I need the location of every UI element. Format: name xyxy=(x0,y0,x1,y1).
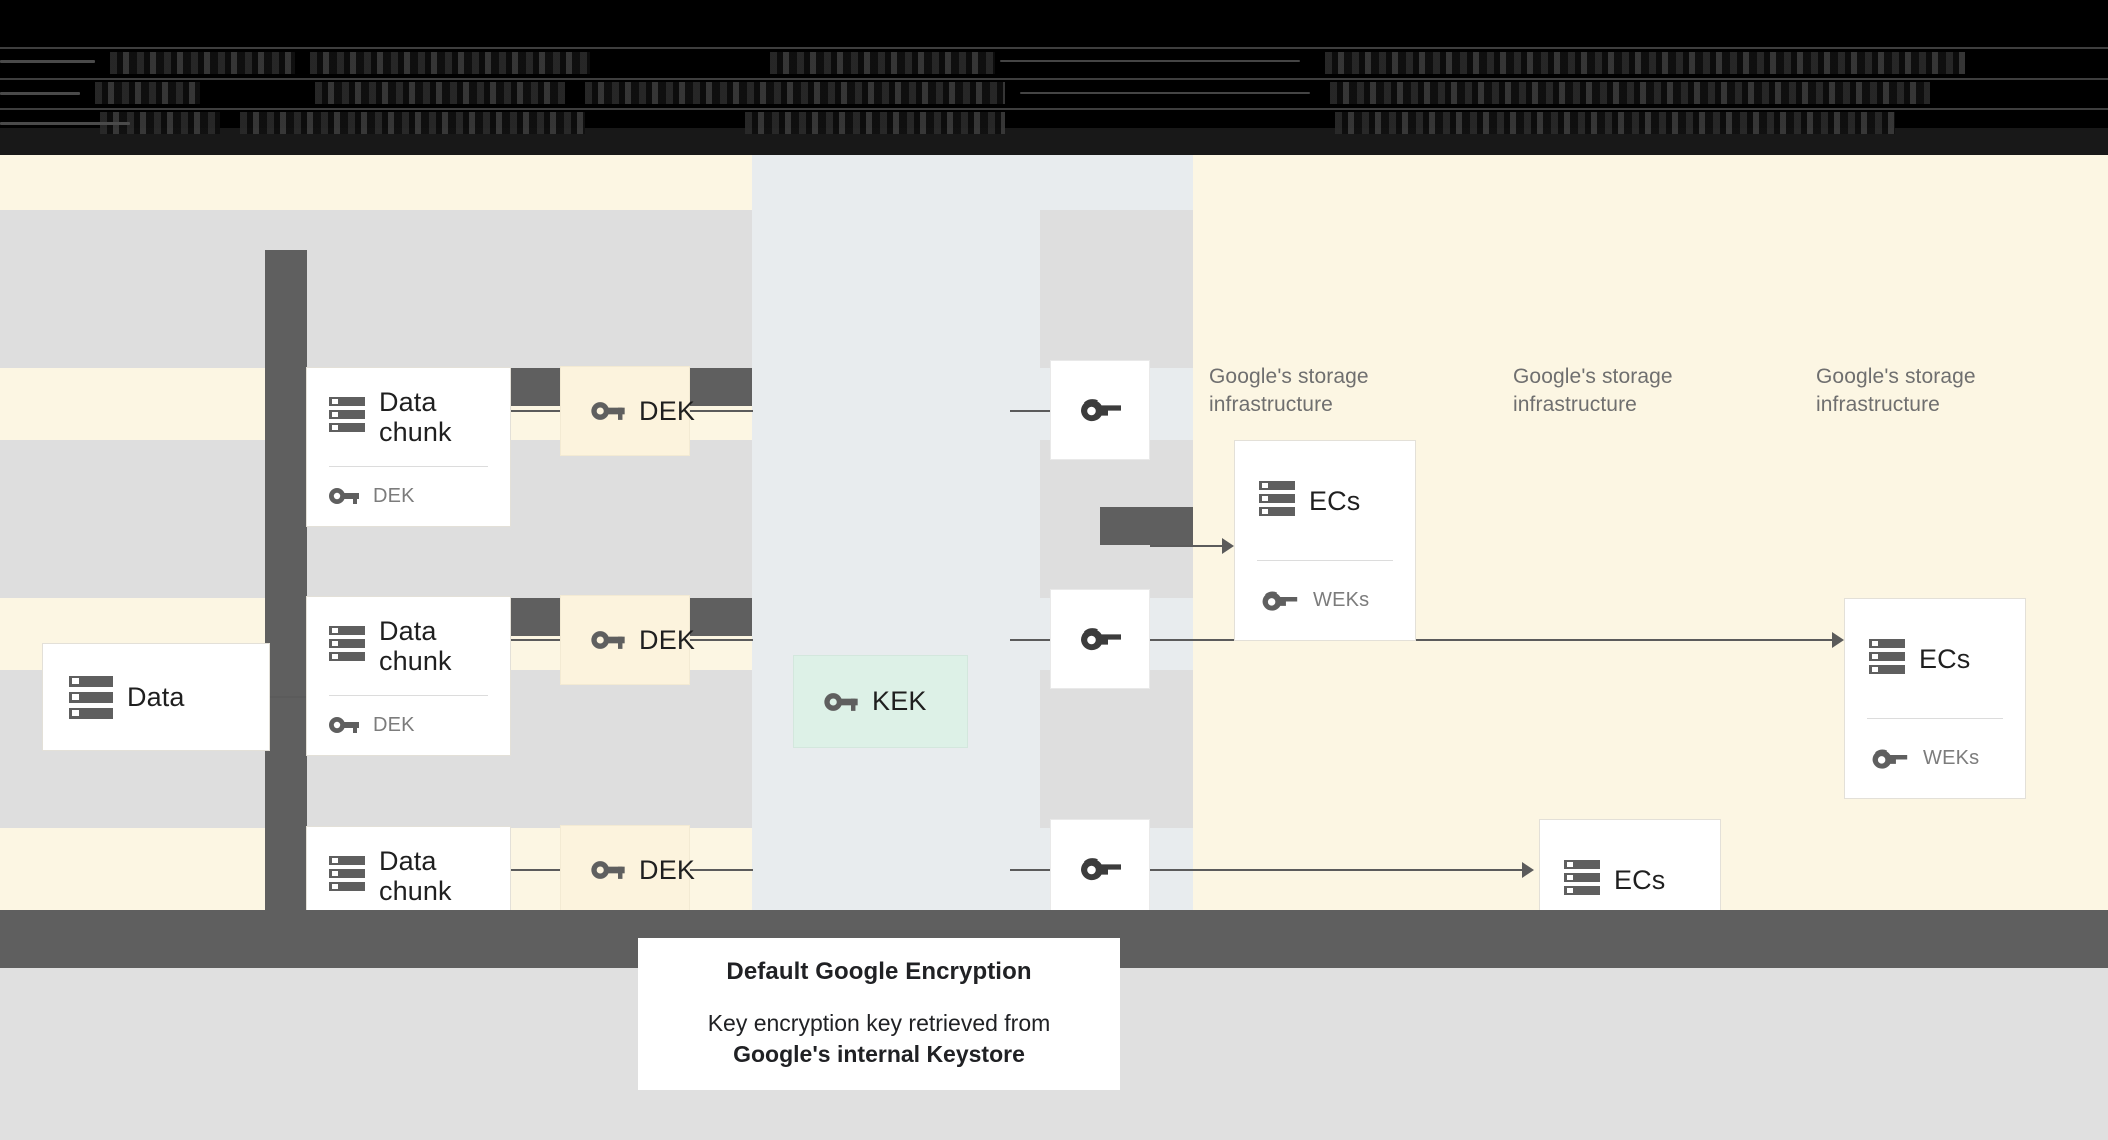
arrow-line-row2 xyxy=(1150,639,1840,641)
kek-box[interactable]: KEK xyxy=(793,655,968,748)
key-icon xyxy=(591,630,625,650)
diagram-canvas: Data Data chunk DEK xyxy=(0,155,2108,1020)
infra-label-1: Google's storage infrastructure xyxy=(1209,365,1369,417)
dek-box-label: DEK xyxy=(639,854,696,885)
chunk-row-band-1 xyxy=(0,210,752,368)
wrapped-key-icon xyxy=(1077,624,1123,654)
chunk-card-title: Data chunk xyxy=(379,845,452,906)
wrapped-key-icon xyxy=(1077,854,1123,884)
ecs-key-label: WEKs xyxy=(1923,747,1980,770)
card-divider xyxy=(329,465,488,467)
wrapped-key-box-1[interactable] xyxy=(1050,360,1150,460)
storage-icon xyxy=(329,626,365,665)
dek-box-label: DEK xyxy=(639,395,696,426)
separator-band-3 xyxy=(1100,507,1193,545)
key-icon xyxy=(591,401,625,421)
storage-icon xyxy=(1259,481,1295,520)
key-icon xyxy=(591,860,625,880)
infra-label-3: Google's storage infrastructure xyxy=(1816,365,1976,417)
storage-icon xyxy=(69,675,113,719)
wrapped-key-box-3[interactable] xyxy=(1050,819,1150,919)
card-divider xyxy=(1257,560,1393,562)
connector-chunk1-dek1 xyxy=(511,410,560,412)
caption-title: Default Google Encryption xyxy=(726,957,1032,985)
ecs-card-3[interactable]: ECs WEKs xyxy=(1844,598,2026,799)
wrapped-key-icon xyxy=(1869,746,1909,772)
caption-box: Default Google Encryption Key encryption… xyxy=(638,938,1120,1090)
connector-chunk2-dek2 xyxy=(511,639,560,641)
dek-box-2[interactable]: DEK xyxy=(560,595,695,685)
connector-dek2-column xyxy=(690,639,753,641)
key-icon xyxy=(329,487,359,505)
data-chunk-card-1[interactable]: Data chunk DEK xyxy=(306,367,511,527)
storage-icon xyxy=(329,397,365,436)
connector-to-wrapped-key-3 xyxy=(1010,869,1050,871)
ecs-key-label: WEKs xyxy=(1313,589,1370,612)
header-redacted-band xyxy=(0,0,2108,156)
chunk-card-title: Data chunk xyxy=(379,386,452,447)
wrapped-key-icon xyxy=(1259,588,1299,614)
infra-label-2: Google's storage infrastructure xyxy=(1513,365,1673,417)
wrapped-key-band-3 xyxy=(1040,670,1193,828)
arrow-head-row1 xyxy=(1222,538,1234,554)
chunk-key-label: DEK xyxy=(373,484,415,507)
dek-box-1[interactable]: DEK xyxy=(560,366,695,456)
storage-icon xyxy=(1564,860,1600,899)
arrow-line-row3 xyxy=(1150,869,1530,871)
connector-data-to-fan xyxy=(270,696,312,698)
storage-icon xyxy=(329,856,365,895)
connector-kek-to-wrapped-key-2 xyxy=(1010,639,1050,641)
wrapped-key-band-1 xyxy=(1040,210,1193,368)
arrow-head-row2 xyxy=(1832,632,1844,648)
chunk-key-label: DEK xyxy=(373,713,415,736)
data-chunk-card-2[interactable]: Data chunk DEK xyxy=(306,596,511,756)
chunk-card-title: Data chunk xyxy=(379,615,452,676)
ecs-card-title: ECs xyxy=(1309,485,1361,516)
dek-box-label: DEK xyxy=(639,624,696,655)
wrapped-key-icon xyxy=(1077,395,1123,425)
ecs-card-title: ECs xyxy=(1614,864,1666,895)
caption-body-line1: Key encryption key retrieved from xyxy=(707,1009,1051,1036)
fan-out-bar xyxy=(265,250,307,930)
caption-body: Key encryption key retrieved from Google… xyxy=(708,1008,1051,1070)
wrapped-key-box-2[interactable] xyxy=(1050,589,1150,689)
caption-body-line2: Google's internal Keystore xyxy=(733,1041,1025,1067)
connector-dek3-column xyxy=(690,869,753,871)
dek-box-3[interactable]: DEK xyxy=(560,825,695,915)
card-divider xyxy=(329,694,488,696)
arrow-head-row3 xyxy=(1522,862,1534,878)
key-icon xyxy=(329,716,359,734)
data-card[interactable]: Data xyxy=(42,643,270,751)
storage-icon xyxy=(1869,639,1905,678)
ecs-card-title: ECs xyxy=(1919,643,1971,674)
key-icon xyxy=(824,692,858,712)
data-card-title: Data xyxy=(127,681,185,712)
card-divider xyxy=(1867,718,2003,720)
kek-box-label: KEK xyxy=(872,686,927,716)
connector-chunk3-dek3 xyxy=(511,869,560,871)
arrow-line-row1 xyxy=(1150,545,1230,547)
connector-dek1-column xyxy=(690,410,753,412)
ecs-card-1[interactable]: ECs WEKs xyxy=(1234,440,1416,641)
connector-to-wrapped-key-1 xyxy=(1010,410,1050,412)
